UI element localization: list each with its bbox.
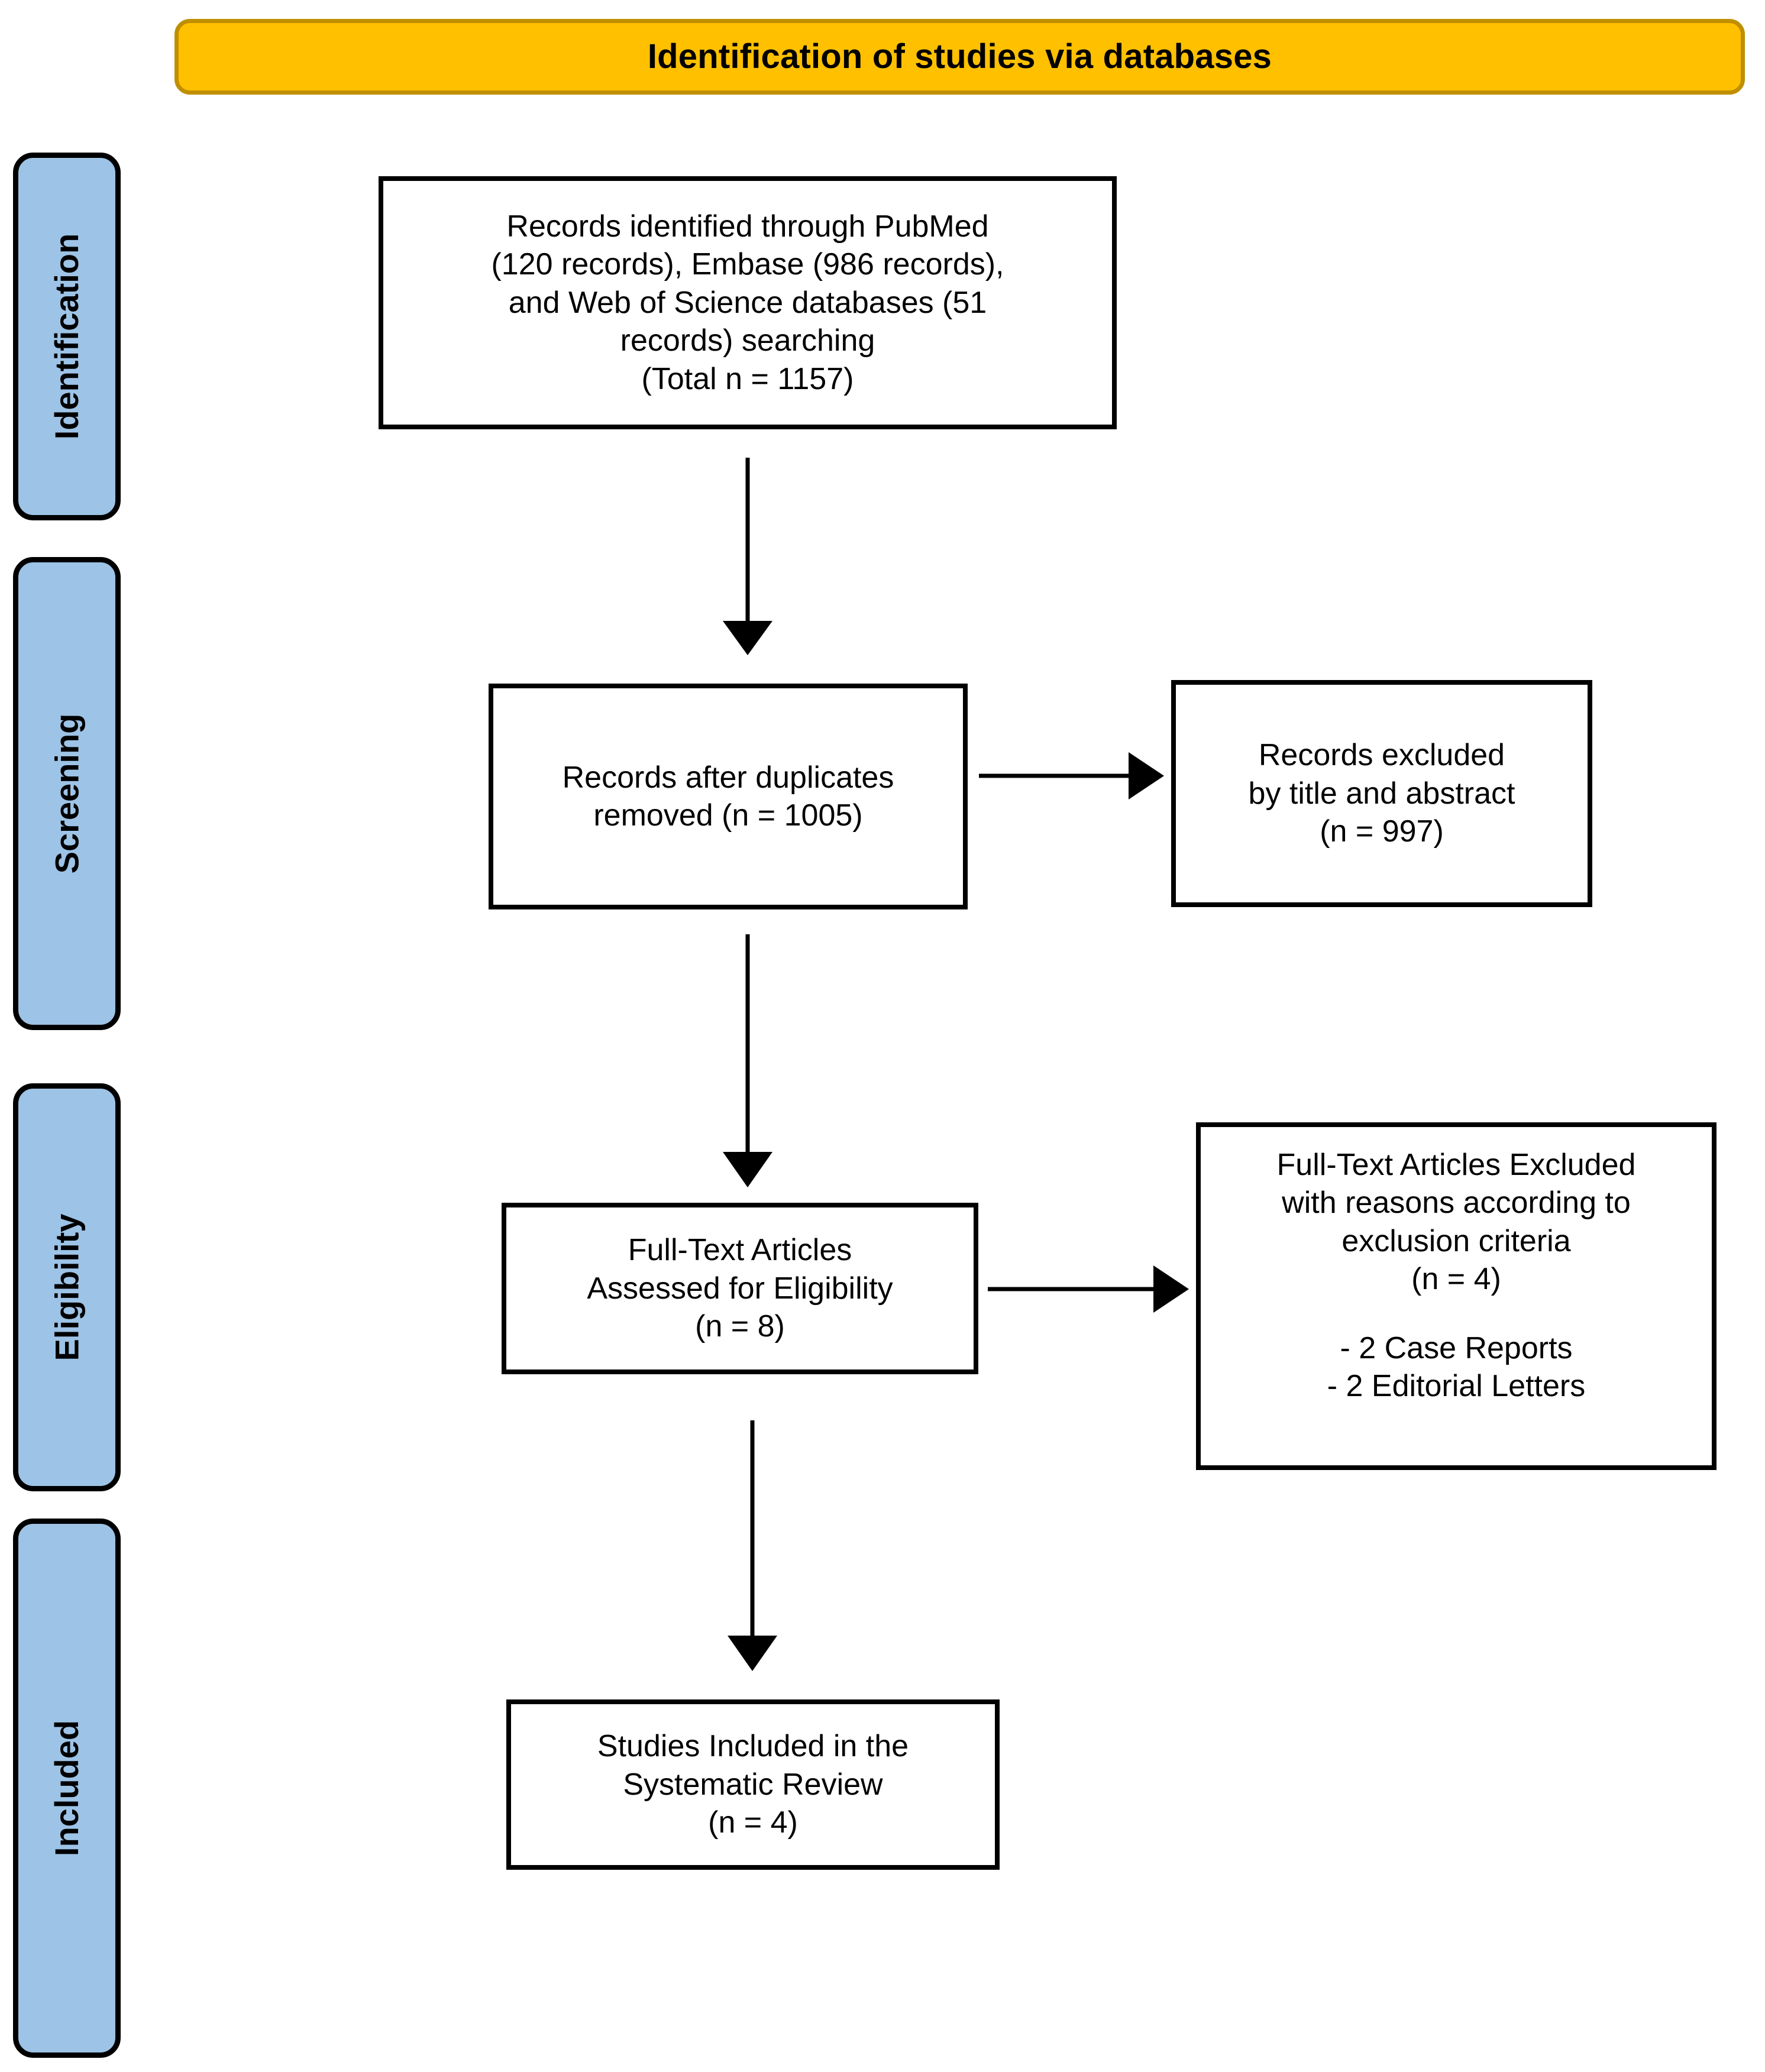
- box-studies-included-text: Studies Included in the Systematic Revie…: [597, 1729, 909, 1840]
- arrow-fulltext-to-included: [728, 1420, 777, 1671]
- box-fulltext-excluded-reasons: - 2 Case Reports - 2 Editorial Letters: [1327, 1330, 1586, 1404]
- box-records-excluded: Records excluded by title and abstract (…: [1171, 680, 1592, 907]
- stage-label-included: Included: [48, 1720, 86, 1857]
- stage-label-identification: Identification: [48, 233, 86, 440]
- box-fulltext-assessed-text: Full-Text Articles Assessed for Eligibil…: [587, 1233, 893, 1344]
- stage-label-screening: Screening: [48, 713, 86, 874]
- box-records-identified: Records identified through PubMed (120 r…: [379, 176, 1117, 429]
- box-records-after-duplicates-text: Records after duplicates removed (n = 10…: [562, 760, 894, 833]
- box-fulltext-excluded-text: Full-Text Articles Excluded with reasons…: [1276, 1148, 1636, 1297]
- arrow-fulltext-to-fulltext-excluded: [988, 1265, 1189, 1313]
- arrow-identified-to-duplicates: [723, 458, 772, 655]
- stage-pill-included: Included: [13, 1519, 121, 2058]
- stage-pill-screening: Screening: [13, 557, 121, 1030]
- diagram-title: Identification of studies via databases: [647, 37, 1272, 76]
- box-studies-included: Studies Included in the Systematic Revie…: [506, 1699, 1000, 1870]
- arrow-duplicates-to-excluded: [979, 752, 1164, 799]
- stage-label-eligibility: Eligibility: [48, 1213, 86, 1361]
- box-records-identified-text: Records identified through PubMed (120 r…: [491, 209, 1004, 396]
- stage-pill-eligibility: Eligibility: [13, 1083, 121, 1491]
- arrow-duplicates-to-fulltext: [723, 934, 772, 1187]
- stage-pill-identification: Identification: [13, 153, 121, 520]
- box-fulltext-assessed: Full-Text Articles Assessed for Eligibil…: [502, 1203, 978, 1374]
- box-fulltext-excluded: Full-Text Articles Excluded with reasons…: [1196, 1122, 1716, 1470]
- diagram-header-banner: Identification of studies via databases: [174, 19, 1745, 95]
- box-records-after-duplicates: Records after duplicates removed (n = 10…: [489, 684, 968, 909]
- box-records-excluded-text: Records excluded by title and abstract (…: [1248, 738, 1515, 849]
